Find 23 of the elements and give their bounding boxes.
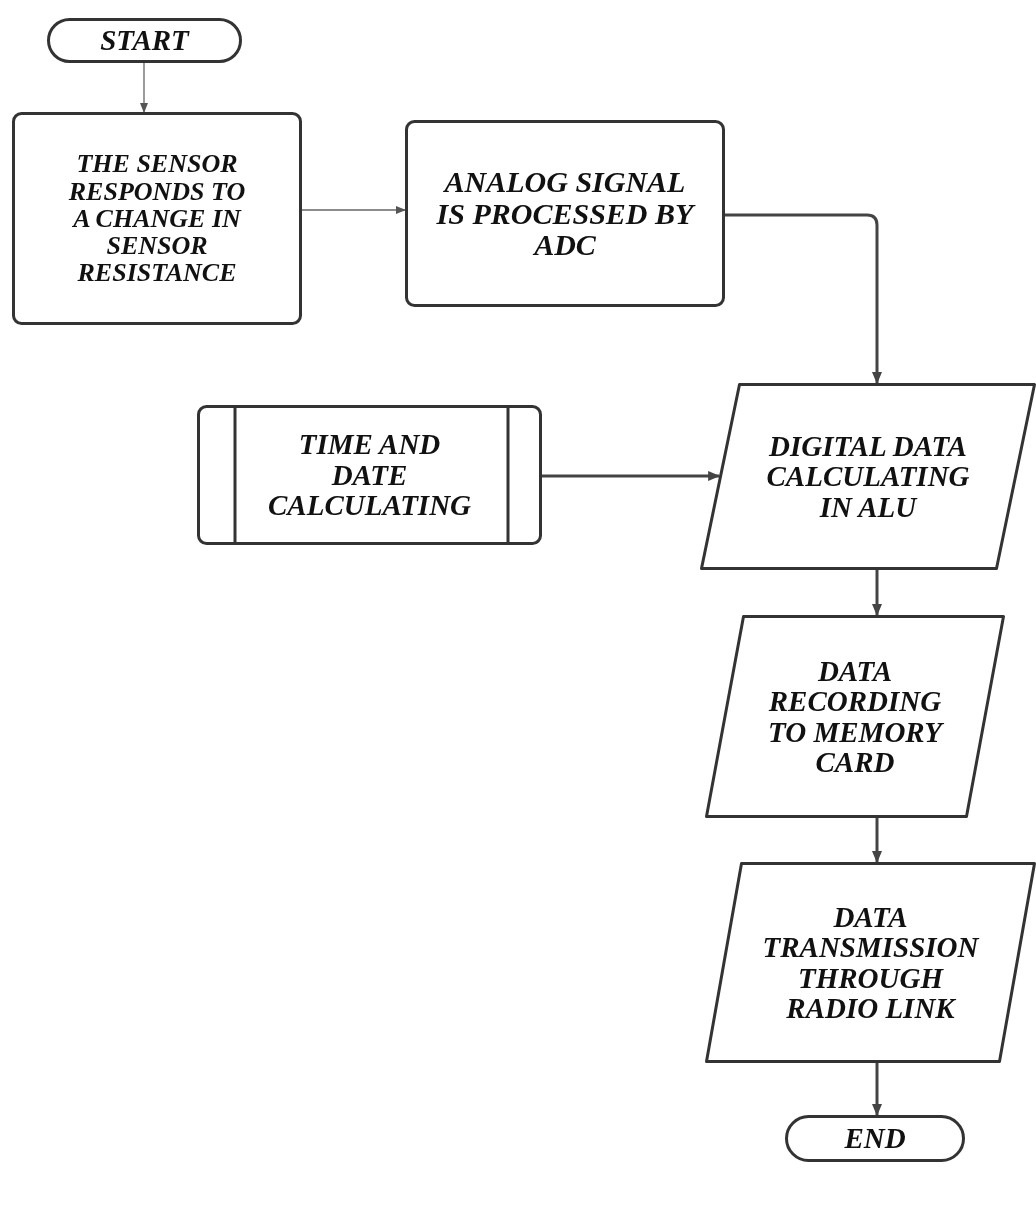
data-parallelogram: [705, 862, 1036, 1063]
node-label: ANALOG SIGNAL IS PROCESSED BY ADC: [435, 166, 695, 261]
arrow: [872, 570, 882, 616]
process-box: [12, 112, 302, 325]
node-label: START: [100, 25, 189, 56]
node-label: THE SENSOR RESPONDS TO A CHANGE IN SENSOR RESISTANCE: [67, 150, 247, 287]
predefined-process-box: [197, 405, 542, 545]
start-terminal: [47, 18, 242, 63]
node-label: DATA TRANSMISSION THROUGH RADIO LINK: [761, 901, 981, 1024]
arrow: [872, 818, 882, 863]
end-terminal: [785, 1115, 965, 1162]
arrow: [872, 1063, 882, 1116]
arrow: [140, 62, 148, 113]
node-label: END: [844, 1123, 906, 1154]
node-label: DATA RECORDING TO MEMORY CARD: [767, 655, 945, 778]
arrow: [725, 213, 882, 384]
data-parallelogram: [705, 615, 1005, 818]
arrow: [542, 471, 721, 481]
arrow: [301, 206, 406, 214]
process-box: [405, 120, 725, 307]
node-label: DIGITAL DATA CALCULATING IN ALU: [765, 430, 971, 523]
node-label: TIME AND DATE CALCULATING: [267, 429, 472, 521]
data-parallelogram: [700, 383, 1036, 570]
